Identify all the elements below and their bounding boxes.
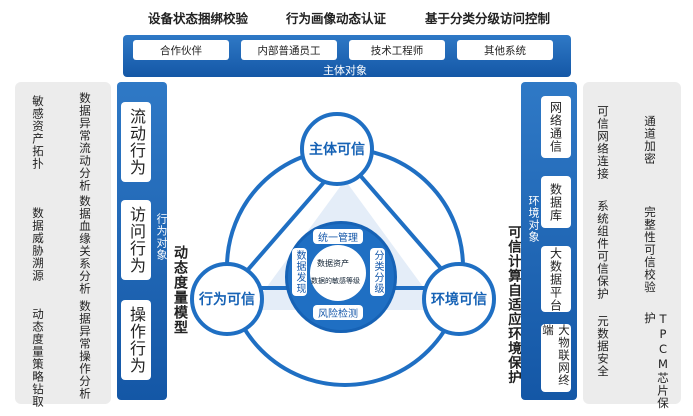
env-bigdata: 大数据平台	[541, 246, 571, 312]
top-title-behavior-auth: 行为画像动态认证	[286, 11, 387, 26]
unified-management: 统一管理	[313, 229, 363, 244]
classification: 分类分级	[370, 248, 385, 296]
right-protection-panel	[583, 82, 681, 404]
right-item-tpcm: TPCM芯片保护	[643, 312, 670, 410]
adaptive-protection-label: 可信计算自适应环境保护	[505, 225, 521, 385]
right-item-channel-encryption: 通道加密	[643, 115, 657, 165]
top-title-access-control: 基于分类分级访问控制	[425, 11, 551, 26]
data-discovery: 数据发现	[292, 248, 307, 296]
data-asset-text: 数据资产	[317, 259, 349, 268]
data-asset-inner	[310, 245, 366, 301]
left-item-sensitive-topology: 敏感资产拓扑	[31, 95, 45, 170]
right-item-integrity-check: 完整性可信校验	[643, 206, 657, 294]
subjects-label: 主体对象	[323, 64, 367, 77]
subject-trust-circle: 主体可信	[300, 112, 374, 186]
behavior-operation: 操作行为	[121, 300, 151, 380]
env-iot-terminal: 大物联网终端	[541, 324, 571, 392]
risk-detection: 风险检测	[313, 305, 363, 320]
subject-internal-staff: 内部普通员工	[241, 40, 337, 60]
dynamic-model-label: 动态度量模型	[172, 245, 188, 335]
subject-tech-engineer: 技术工程师	[349, 40, 445, 60]
behavior-trust-circle: 行为可信	[190, 262, 264, 336]
right-item-metadata-security: 元数据安全	[596, 315, 610, 378]
left-analysis-panel	[15, 82, 111, 404]
left-item-abnormal-ops: 数据异常操作分析	[78, 300, 92, 400]
behavior-access: 访问行为	[121, 200, 151, 280]
right-item-trusted-connection: 可信网络连接	[596, 105, 610, 180]
subject-partner: 合作伙伴	[133, 40, 229, 60]
env-label: 环境对象	[527, 195, 540, 243]
behavior-flow: 流动行为	[121, 102, 151, 182]
left-item-lineage: 数据血缘关系分析	[78, 195, 92, 295]
left-item-threat-trace: 数据威胁溯源	[31, 207, 45, 282]
top-title-device-binding: 设备状态捆绑校验	[148, 11, 249, 26]
env-database: 数据库	[541, 176, 571, 228]
env-network: 网络通信	[541, 96, 571, 158]
subject-other-system: 其他系统	[457, 40, 553, 60]
left-item-policy-drill: 动态度量策略钻取	[31, 308, 45, 408]
sensitivity-text: 数据的敏感等级	[311, 277, 360, 285]
env-trust-circle: 环境可信	[422, 262, 496, 336]
left-item-abnormal-flow: 数据异常流动分析	[78, 92, 92, 192]
behavior-label: 行为对象	[155, 213, 168, 261]
right-item-component-protection: 系统组件可信保护	[596, 200, 610, 300]
